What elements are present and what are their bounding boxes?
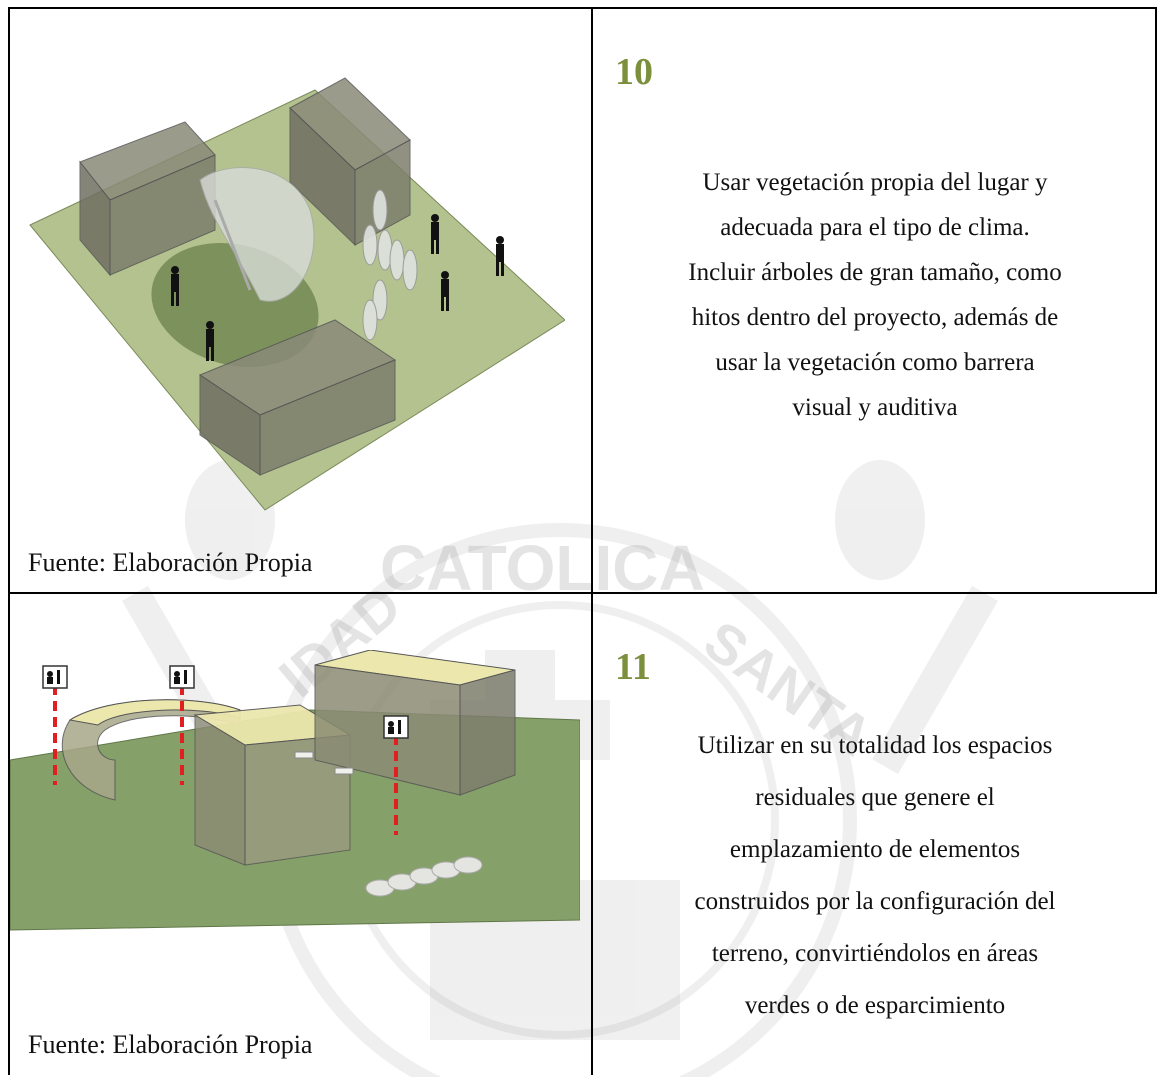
people-sign-icon [169,665,195,689]
image-caption: Fuente: Elaboración Propia [28,548,313,577]
description-line: visual y auditiva [792,394,958,421]
image-caption: Fuente: Elaboración Propia [28,1030,313,1059]
item-number: 11 [615,646,651,688]
table-border-right [1155,7,1157,594]
description-line: terreno, convirtiéndolos en áreas [711,940,1039,967]
residual-spaces-illustration [10,650,580,931]
description-line: construidos por la configuración del [694,888,1056,915]
table-border-left [8,7,10,1075]
building-block [198,319,397,476]
table-border-row [8,592,1157,594]
people-sign-icon [383,715,409,739]
marker-lines [53,685,398,835]
table-border-middle [591,7,593,1075]
description-line: adecuada para el tipo de clima. [720,214,1030,241]
description-line: Utilizar en su totalidad los espacios [697,732,1053,759]
item-description: Utilizar en su totalidad los espacios re… [615,720,1135,1032]
description-line: Incluir árboles de gran tamaño, como [688,259,1062,286]
description-line: verdes o de esparcimiento [744,992,1006,1019]
item-number: 10 [615,51,653,93]
tree-canopy [199,167,315,302]
vegetation-illustration [29,77,565,511]
people-silhouettes [171,214,504,361]
table-border-top [8,7,1157,9]
benches [294,751,354,775]
people-sign-icon [42,665,68,689]
description-line: residuales que genere el [755,784,995,811]
shrubs [365,856,483,897]
description-line: hitos dentro del proyecto, además de [691,304,1059,331]
building-block [193,704,352,866]
building-block [79,121,216,277]
description-line: Usar vegetación propia del lugar y [702,169,1048,196]
small-trees [362,189,418,341]
description-line: usar la vegetación como barrera [715,349,1035,376]
description-line: emplazamiento de elementos [729,836,1021,863]
item-description: Usar vegetación propia del lugar y adecu… [615,160,1135,430]
